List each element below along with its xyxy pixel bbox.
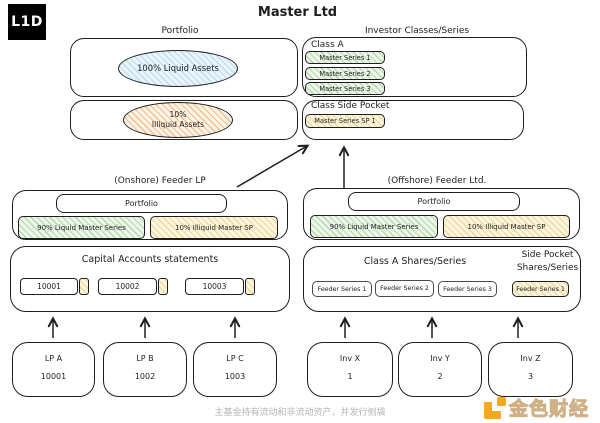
master-series-3-pill: Master Series 3 [305, 82, 385, 95]
account-10001-tab [79, 278, 89, 295]
lp-c-name: LP C [226, 354, 244, 363]
lp-a-number: 10001 [40, 372, 67, 381]
class-a-shares-label: Class A Shares/Series [363, 256, 467, 267]
investor-classes-label: Investor Classes/Series [364, 26, 470, 36]
l1d-logo: L1D [8, 4, 46, 40]
watermark-text: 金色财经 [508, 398, 590, 421]
feeder-series-3-pill: Feeder Series 3 [438, 281, 497, 297]
jinse-logo-icon [484, 396, 506, 419]
inv-z-number: 3 [527, 372, 534, 381]
diagram-title: Master Ltd [257, 5, 338, 20]
liquid-assets-ellipse: 100% Liquid Assets [118, 50, 238, 87]
onshore-liquid-pill: 90% Liquid Master Series [18, 216, 145, 239]
account-10003-value: 10003 [185, 278, 244, 295]
account-10001-value: 10001 [20, 278, 78, 295]
lp-b-name: LP B [136, 354, 154, 363]
inv-x-name: Inv X [339, 354, 361, 363]
inv-z-name: Inv Z [520, 354, 541, 363]
offshore-liquid-pill: 90% Liquid Master Series [310, 215, 438, 238]
illiquid-line1: 10% [169, 110, 187, 120]
onshore-feeder-label: (Onshore) Feeder LP [114, 176, 206, 186]
offshore-portfolio-box: Portfolio [348, 192, 520, 211]
watermark: 金色财经 [484, 394, 589, 421]
feeder-series-2-pill: Feeder Series 2 [375, 280, 434, 297]
shares-series-box [303, 246, 581, 312]
feeder-series-1-pill: Feeder Series 1 [312, 281, 372, 297]
inv-y-number: 2 [437, 372, 443, 381]
account-10002-value: 10002 [98, 278, 157, 295]
side-pocket-feeder-series-1-pill: Feeder Series 1 [512, 281, 569, 297]
inv-y-name: Inv Y [430, 354, 450, 363]
onshore-illiquid-pill: 10% Illiquid Master SP [150, 216, 278, 239]
offshore-feeder-label: (Offshore) Feeder Ltd. [387, 176, 487, 186]
side-pocket-shares-line1: Side Pocket [521, 250, 574, 260]
inv-z-box: Inv Z 3 [488, 342, 573, 397]
account-10003-tab [245, 278, 255, 295]
account-10002-tab [158, 278, 168, 295]
lp-a-box: LP A 10001 [12, 342, 95, 397]
master-series-1-pill: Master Series 1 [305, 51, 385, 64]
arrow-onshore-to-master [236, 144, 310, 188]
lp-b-box: LP B 1002 [103, 342, 187, 397]
master-series-2-pill: Master Series 2 [305, 67, 385, 80]
account-10001: 10001 [20, 278, 89, 295]
lp-c-box: LP C 1003 [193, 342, 277, 397]
side-pocket-shares-line2: Shares/Series [516, 263, 579, 274]
capital-accounts-label: Capital Accounts statements [81, 254, 219, 265]
illiquid-line2: Illiquid Assets [151, 120, 205, 129]
lp-a-name: LP A [44, 354, 63, 363]
side-pocket-shares-label: Side Pocket Shares/Series [505, 249, 590, 275]
illiquid-assets-ellipse: 10% Illiquid Assets [123, 102, 233, 138]
inv-x-box: Inv X 1 [307, 342, 393, 397]
onshore-portfolio-box: Portfolio [56, 194, 227, 213]
lp-c-number: 1003 [224, 372, 246, 381]
master-portfolio-label: Portfolio [161, 26, 199, 36]
class-side-pocket-label: Class Side Pocket [311, 101, 390, 111]
lp-b-number: 1002 [134, 372, 156, 381]
inv-x-number: 1 [347, 372, 353, 381]
offshore-illiquid-pill: 10% Illiquid Master SP [443, 215, 570, 238]
account-10002: 10002 [98, 278, 168, 295]
account-10003: 10003 [185, 278, 255, 295]
inv-y-box: Inv Y 2 [398, 342, 482, 397]
class-a-label: Class A [311, 40, 344, 50]
master-series-sp1-pill: Master Series SP 1 [305, 114, 385, 128]
caption-text: 主基金持有流动和非流动资产，并发行侧袋 [214, 408, 386, 418]
